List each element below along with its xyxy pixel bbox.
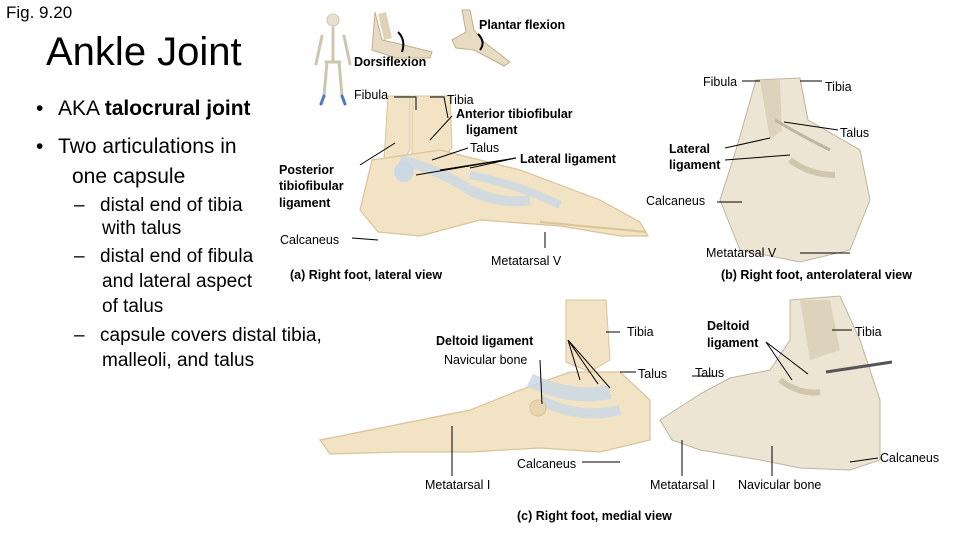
panel-a-caption: (a) Right foot, lateral view: [290, 268, 443, 282]
panel-a-posterior-label: Posterior: [279, 163, 334, 177]
sub-capsule-line2: malleoli, and talus: [102, 350, 255, 371]
sub-tibia-line1: distal end of tibia: [100, 195, 243, 216]
panel-c-caption: (c) Right foot, medial view: [517, 509, 672, 523]
sub-fibula-line1: distal end of fibula: [100, 246, 254, 267]
panel-a-fibula-label: Fibula: [354, 88, 389, 102]
sub-fibula-line2: and lateral aspect: [102, 271, 252, 292]
panel-a-anterior-tibiofibular-label: Anterior tibiofibular: [456, 107, 573, 121]
panel-d-calcaneus-label: Calcaneus: [880, 451, 940, 465]
panel-a-posterior-ligament-label: ligament: [279, 196, 331, 210]
panel-b-photo: [719, 77, 871, 263]
dorsiflexion-label: Dorsiflexion: [354, 55, 427, 69]
panel-c-illustration: [318, 299, 651, 455]
panel-c-tibia-label: Tibia: [627, 325, 654, 339]
sub-fibula-line3: of talus: [102, 296, 164, 317]
panel-a-lateral-ligament-label: Lateral ligament: [520, 152, 616, 166]
panel-d-photo: [659, 295, 893, 471]
panel-a-ligament-label: ligament: [466, 123, 518, 137]
panel-d-deltoid-label: Deltoid: [707, 319, 750, 333]
bullet-two-line2: one capsule: [72, 165, 186, 188]
panel-d-navicular-bone-label: Navicular bone: [738, 478, 822, 492]
panel-b-tibia-label: Tibia: [825, 80, 852, 94]
panel-c-talus-label: Talus: [638, 367, 668, 381]
slide-title: Ankle Joint: [46, 30, 242, 74]
panel-b-calcaneus-label: Calcaneus: [646, 194, 706, 208]
panel-a-illustration: [359, 95, 650, 237]
panel-b-metatarsal-v-label: Metatarsal V: [706, 246, 777, 260]
skeleton-thumbnail: [314, 13, 352, 106]
panel-a-calcaneus-label: Calcaneus: [280, 233, 340, 247]
bullet-aka-prefix: AKA: [58, 97, 105, 120]
dorsiflexion-thumbnail: [371, 11, 433, 59]
panel-a-talus-label: Talus: [470, 141, 500, 155]
panel-c-calcaneus-label: Calcaneus: [517, 457, 577, 471]
panel-b-talus-label: Talus: [840, 126, 870, 140]
sub-capsule-line1: capsule covers distal tibia,: [100, 325, 322, 346]
plantar-flexion-label: Plantar flexion: [479, 18, 566, 32]
panel-a-metatarsal-v-label: Metatarsal V: [491, 254, 562, 268]
panel-c-deltoid-ligament-label: Deltoid ligament: [436, 334, 534, 348]
panel-b-lateral-label: Lateral: [669, 142, 710, 156]
plantar-flexion-thumbnail: [451, 9, 511, 67]
panel-a-tibia-label: Tibia: [447, 93, 474, 107]
panel-d-metatarsal-i-label: Metatarsal I: [650, 478, 716, 492]
panel-b-fibula-label: Fibula: [703, 75, 738, 89]
panel-d-ligament-label: ligament: [707, 336, 759, 350]
bullet-two-line1: Two articulations in: [58, 135, 237, 158]
panel-b-caption: (b) Right foot, anterolateral view: [721, 268, 912, 282]
bullet-aka-term: talocrural joint: [104, 97, 251, 120]
figure-label: Fig. 9.20: [6, 3, 73, 22]
panel-c-metatarsal-i-label: Metatarsal I: [425, 478, 491, 492]
panel-b-lateral-ligament-label: ligament: [669, 158, 721, 172]
panel-a-tibiofibular-label: tibiofibular: [279, 179, 344, 193]
sub-tibia-line2: with talus: [102, 218, 182, 239]
panel-d-talus-label: Talus: [695, 366, 725, 380]
panel-d-tibia-label: Tibia: [855, 325, 882, 339]
leader-lines: [351, 80, 879, 476]
panel-c-navicular-bone-label: Navicular bone: [444, 353, 528, 367]
